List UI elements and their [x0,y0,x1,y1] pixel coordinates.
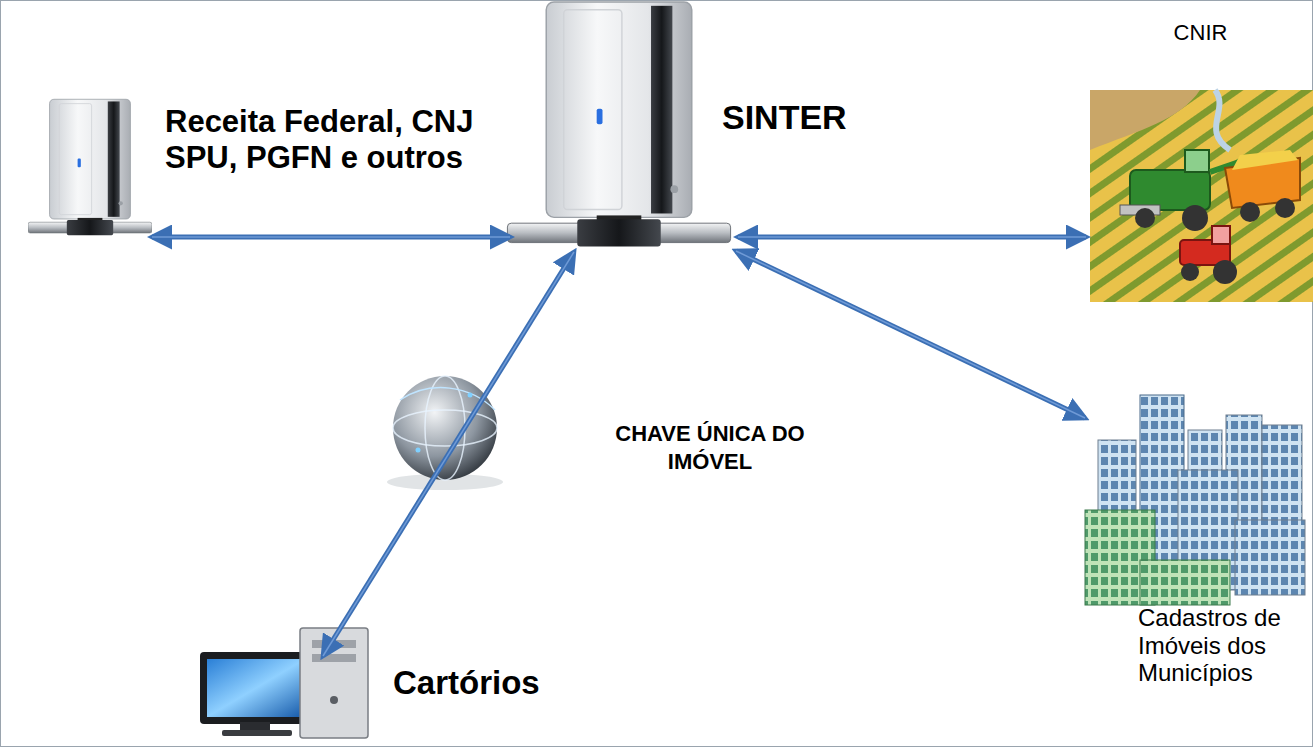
computer-icon [200,628,368,738]
icon-node: SINTER [500,0,900,275]
icon-node: Cadastros de Imóveis dos Municípios [1083,390,1312,710]
icon-node: CNIR [1088,15,1313,305]
server-icon [507,2,730,247]
double-arrow [738,237,1086,238]
connector-line [738,235,1086,240]
node-label: CNIR [1088,20,1313,45]
icon-node: Cartórios [195,620,575,740]
connector-line [736,251,1085,418]
double-arrow [152,237,510,238]
double-arrow [736,251,1085,418]
note-label: CHAVE ÚNICA DO IMÓVEL [585,420,835,475]
connector-highlight [323,252,574,656]
node-label: Receita Federal, CNJ SPU, PGFN e outros [165,104,545,175]
connector-highlight [152,236,510,238]
buildings-picture [1085,395,1305,605]
connector-line [323,252,574,656]
node-label: SINTER [722,98,892,137]
farm-picture [1090,90,1313,302]
connector-highlight [736,251,1085,418]
connector-line [152,235,510,240]
connector-highlight [738,236,1086,238]
server-icon [28,99,152,235]
icon-node: Receita Federal, CNJ SPU, PGFN e outros [28,90,548,250]
double-arrow [323,252,574,656]
node-label: Cadastros de Imóveis dos Municípios [1138,604,1310,687]
node-label: Cartórios [393,664,568,702]
